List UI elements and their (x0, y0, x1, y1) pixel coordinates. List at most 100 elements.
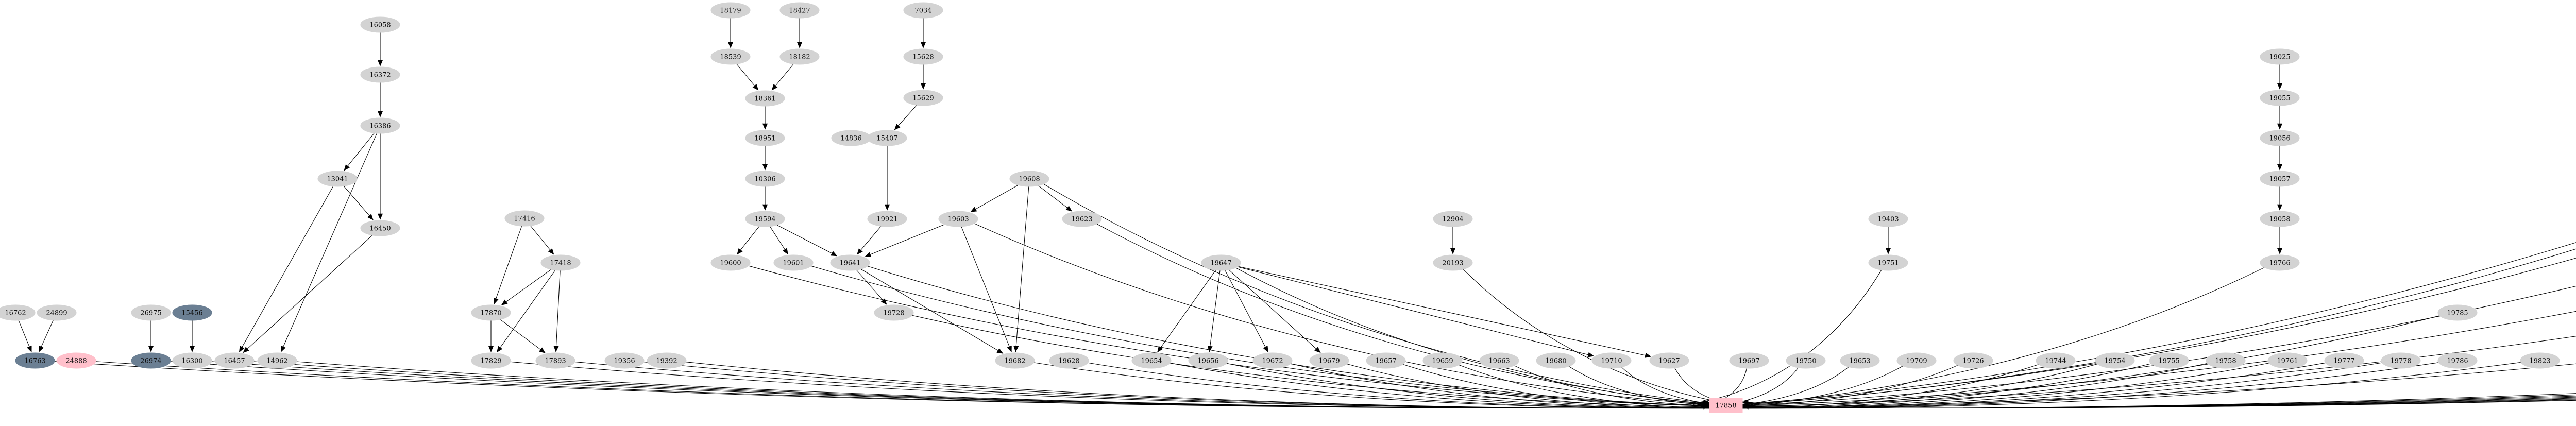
graph-node[interactable]: 14962 (257, 352, 297, 369)
graph-node[interactable]: 19647 (1201, 254, 1241, 271)
graph-node[interactable]: 16457 (214, 352, 255, 369)
graph-node[interactable]: 19659 (1422, 352, 1463, 369)
graph-node[interactable]: 18182 (779, 48, 820, 65)
graph-node[interactable]: 16300 (172, 352, 212, 369)
graph-node[interactable]: 12904 (1433, 211, 1473, 227)
graph-node-label: 19057 (2269, 176, 2290, 183)
graph-node[interactable]: 26974 (131, 352, 171, 369)
graph-node[interactable]: 26975 (131, 304, 171, 321)
graph-node[interactable]: 10306 (745, 171, 785, 187)
graph-node[interactable]: 20193 (1433, 254, 1473, 271)
graph-node[interactable]: 18427 (779, 2, 820, 19)
graph-node[interactable]: 19623 (1062, 211, 1102, 227)
graph-node[interactable]: 15407 (867, 130, 907, 146)
edge-arrowhead (377, 60, 383, 66)
graph-node-label: 19823 (2529, 357, 2550, 365)
graph-node[interactable]: 19056 (2260, 130, 2300, 146)
graph-node[interactable]: 19653 (1840, 352, 1880, 369)
graph-node-target[interactable]: 17858 (1709, 398, 1743, 413)
graph-node[interactable]: 19726 (1953, 352, 1993, 369)
graph-node[interactable]: 19057 (2260, 171, 2300, 187)
graph-node[interactable]: 17418 (540, 254, 581, 271)
graph-node[interactable]: 19786 (2437, 352, 2478, 369)
graph-node[interactable]: 18539 (710, 48, 751, 65)
graph-node[interactable]: 19601 (773, 254, 814, 271)
graph-node[interactable]: 16763 (15, 352, 55, 369)
graph-node[interactable]: 19680 (1536, 352, 1576, 369)
graph-node[interactable]: 19758 (2206, 352, 2246, 369)
graph-node[interactable]: 16058 (360, 16, 400, 33)
graph-node[interactable]: 19672 (1252, 352, 1293, 369)
graph-node[interactable]: 16372 (360, 66, 400, 83)
graph-node-label: 16457 (224, 357, 245, 365)
graph-node[interactable]: 15456 (172, 304, 212, 321)
graph-node[interactable]: 16762 (0, 304, 36, 321)
graph-node[interactable]: 19761 (2267, 352, 2308, 369)
graph-node[interactable]: 19025 (2260, 48, 2300, 65)
edge-arrowhead (367, 214, 374, 220)
graph-node[interactable]: 19641 (830, 254, 870, 271)
graph-node[interactable]: 19750 (1786, 352, 1826, 369)
graph-node-label: 17858 (1715, 402, 1736, 410)
graph-node[interactable]: 19823 (2520, 352, 2560, 369)
graph-node[interactable]: 19628 (1049, 352, 1089, 369)
graph-node[interactable]: 19744 (2036, 352, 2076, 369)
graph-node[interactable]: 19921 (867, 211, 907, 227)
graph-node[interactable]: 19627 (1649, 352, 1689, 369)
graph-node[interactable]: 19392 (647, 352, 687, 369)
edge-arrowhead (880, 298, 887, 305)
graph-node-label: 19654 (1141, 357, 1162, 365)
graph-node[interactable]: 19766 (2260, 254, 2300, 271)
graph-edge (1015, 186, 1029, 352)
graph-node[interactable]: 17829 (471, 352, 511, 369)
graph-node[interactable]: 16386 (360, 117, 400, 134)
graph-node[interactable]: 19697 (1729, 352, 1769, 369)
graph-node[interactable]: 19663 (1479, 352, 1519, 369)
graph-node[interactable]: 19656 (1188, 352, 1228, 369)
edge-arrowhead (970, 207, 977, 212)
graph-node[interactable]: 19778 (2381, 352, 2421, 369)
graph-node[interactable]: 19682 (995, 352, 1035, 369)
graph-node[interactable]: 17893 (535, 352, 575, 369)
graph-node[interactable]: 14836 (831, 130, 871, 146)
graph-node[interactable]: 19777 (2324, 352, 2364, 369)
graph-node[interactable]: 18179 (710, 2, 751, 19)
graph-node[interactable]: 17870 (471, 304, 511, 321)
graph-node[interactable]: 13041 (317, 171, 358, 187)
graph-node[interactable]: 19058 (2260, 211, 2300, 227)
graph-node[interactable]: 24899 (37, 304, 77, 321)
graph-edge (243, 235, 373, 353)
graph-node[interactable]: 19755 (2149, 352, 2189, 369)
graph-node[interactable]: 24888 (56, 352, 96, 369)
graph-node[interactable]: 15629 (903, 90, 943, 106)
graph-node[interactable]: 19679 (1309, 352, 1349, 369)
graph-node[interactable]: 18361 (745, 90, 785, 107)
graph-edge (280, 133, 377, 352)
graph-node[interactable]: 19055 (2260, 90, 2300, 106)
graph-node[interactable]: 19728 (874, 304, 914, 321)
graph-node[interactable]: 15628 (903, 48, 943, 65)
graph-node-label: 14962 (266, 357, 287, 365)
graph-node[interactable]: 19603 (938, 211, 978, 227)
edge-arrowhead (2277, 204, 2283, 211)
graph-node[interactable]: 19600 (710, 254, 751, 271)
graph-node[interactable]: 19710 (1591, 352, 1632, 369)
graph-node[interactable]: 19594 (745, 211, 785, 227)
edge-arrowhead (737, 248, 743, 255)
graph-node[interactable]: 19657 (1366, 352, 1406, 369)
graph-node-label: 19785 (2447, 310, 2468, 317)
graph-node[interactable]: 17416 (504, 210, 545, 227)
graph-node[interactable]: 18951 (745, 130, 785, 146)
graph-node[interactable]: 19403 (1868, 211, 1908, 227)
graph-node[interactable]: 7034 (903, 2, 943, 19)
graph-node[interactable]: 16450 (360, 220, 400, 236)
graph-node[interactable]: 19654 (1131, 352, 1172, 369)
graph-node-label: 16372 (369, 72, 391, 79)
graph-node[interactable]: 19356 (604, 352, 645, 369)
graph-node[interactable]: 19785 (2437, 304, 2478, 321)
graph-node[interactable]: 19751 (1868, 254, 1908, 271)
graph-node[interactable]: 19754 (2095, 352, 2135, 369)
graph-node-label: 7034 (914, 7, 931, 15)
graph-node[interactable]: 19608 (1009, 171, 1049, 187)
graph-node[interactable]: 19709 (1896, 352, 1937, 369)
